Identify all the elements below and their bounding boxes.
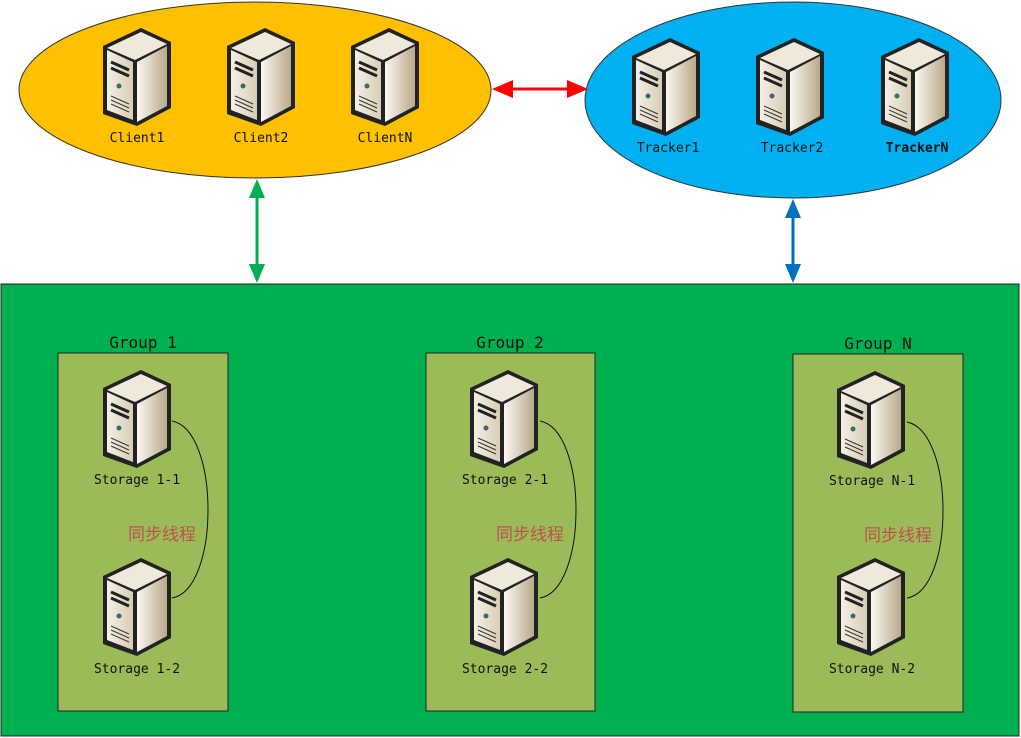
server-icon [227,28,295,126]
server-icon [837,558,905,656]
storage-label: Storage N-2 [828,662,916,677]
client-label: ClientN [357,131,413,146]
client-tracker-arrow [492,80,588,98]
sync-thread-label: 同步线程 [128,525,196,545]
storage-label: Storage 2-1 [461,473,549,488]
server-icon [881,38,949,136]
tracker-label: TrackerN [885,141,949,156]
server-icon [351,28,419,126]
sync-curve [171,420,209,599]
group-title: Group 1 [109,333,177,352]
sync-thread-label: 同步线程 [496,525,564,545]
server-icon [632,38,700,136]
storage-label: Storage 1-1 [93,473,181,488]
client-label: Client2 [233,131,289,146]
tracker-label: Tracker2 [760,141,824,156]
tracker-storage-arrow [785,199,801,283]
server-icon [103,28,171,126]
sync-curve [539,420,577,599]
server-icon [103,370,171,468]
storage-label: Storage N-1 [828,474,916,489]
tracker-label: Tracker1 [636,141,700,156]
server-icon [756,38,824,136]
sync-thread-label: 同步线程 [864,526,932,546]
sync-curve [906,421,944,599]
server-icon [470,558,538,656]
group-title: Group N [844,334,912,353]
client-storage-arrow [249,179,265,283]
server-icon [103,558,171,656]
server-icon [837,371,905,469]
storage-label: Storage 1-2 [93,662,181,677]
group-title: Group 2 [476,333,544,352]
storage-label: Storage 2-2 [461,662,549,677]
server-icon [470,370,538,468]
client-label: Client1 [109,131,165,146]
